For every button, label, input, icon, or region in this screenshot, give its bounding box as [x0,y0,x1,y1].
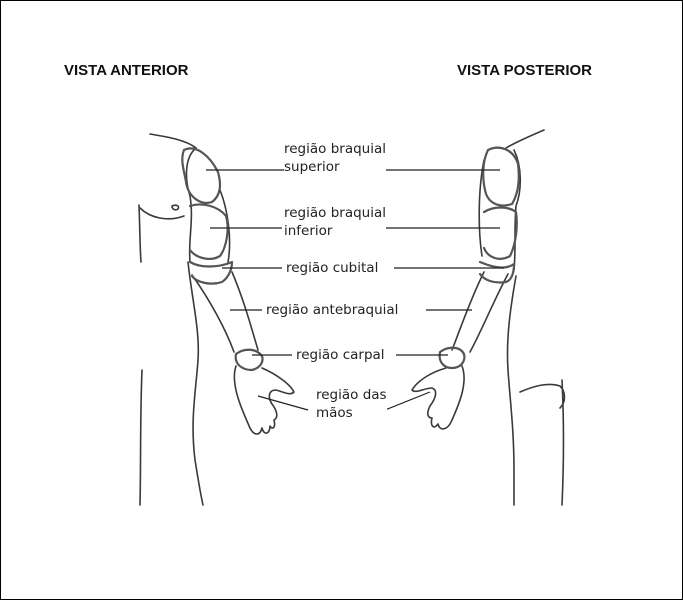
posterior-forearm-inner [470,274,508,352]
posterior-hand [412,366,464,429]
label-braquial-inferior-line1: região braquial [284,204,386,222]
posterior-shoulder-outline [506,130,544,148]
label-carpal: região carpal [296,346,385,364]
anterior-carpal-outline [236,350,263,370]
posterior-torso-side [507,276,516,505]
label-braquial-superior: região braquial superior [284,140,386,176]
label-cubital: região cubital [286,259,378,277]
anterior-braquial-superior-outline [182,148,220,202]
label-maos-line2: mãos [316,404,387,422]
posterior-braquial-inferior-outline [484,208,517,259]
posterior-braquial-superior-outline [483,148,519,206]
posterior-forearm-outer [452,272,484,350]
label-braquial-inferior-line2: inferior [284,222,386,240]
anterior-shoulder-outline [150,134,196,148]
anterior-left-edge [139,205,141,262]
posterior-right-edge [562,380,564,505]
label-maos: região das mãos [316,386,387,422]
anterior-hand [234,366,294,434]
leader-maos-left [258,396,308,410]
leader-maos-right [380,392,430,412]
anterior-cubital-outline [190,262,232,284]
label-braquial-inferior: região braquial inferior [284,204,386,240]
anterior-nipple [172,205,179,210]
label-maos-line1: região das [316,386,387,404]
posterior-figure [412,130,565,505]
anterior-left-hip [140,370,142,505]
anterior-braquial-inferior-outline [190,204,228,258]
label-antebraquial: região antebraquial [266,301,398,319]
anterior-figure [139,134,294,505]
label-braquial-superior-line2: superior [284,158,386,176]
anterior-forearm-inner [232,272,258,350]
anterior-torso-side [188,262,203,505]
posterior-cubital-outline [480,262,514,283]
label-braquial-superior-line1: região braquial [284,140,386,158]
posterior-hip [520,384,565,408]
